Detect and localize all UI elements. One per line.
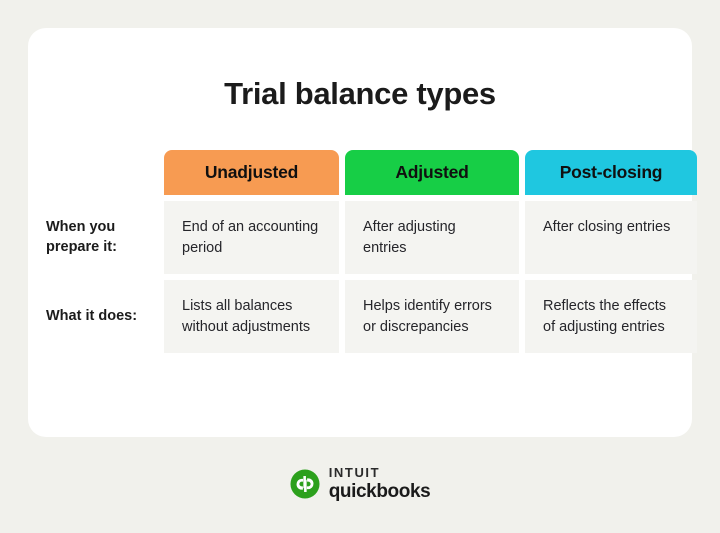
trial-balance-table: Unadjusted Adjusted Post-closing When yo… xyxy=(44,150,697,354)
content-card: Trial balance types Unadjusted Adjusted … xyxy=(28,28,697,437)
row-label-when-you-prepare-it: When you prepare it: xyxy=(46,219,117,255)
cell-adjusted-when: After adjusting entries xyxy=(345,201,519,275)
cell-unadjusted-what: Lists all balances without adjustments xyxy=(164,280,339,354)
column-header-unadjusted: Unadjusted xyxy=(164,150,339,195)
brand-quickbooks-text: quickbooks xyxy=(328,481,431,502)
brand-lockup: Intuit quickbooks xyxy=(0,466,720,501)
brand-intuit-text: Intuit xyxy=(328,465,381,480)
page-title: Trial balance types xyxy=(224,76,496,111)
table-grid: Unadjusted Adjusted Post-closing When yo… xyxy=(44,150,697,354)
column-header-adjusted: Adjusted xyxy=(345,150,519,195)
brand-wordmark: Intuit quickbooks xyxy=(329,466,431,501)
column-header-post-closing: Post-closing xyxy=(525,150,697,195)
quickbooks-qb-circle-icon xyxy=(290,468,320,499)
cell-unadjusted-when: End of an accounting period xyxy=(164,201,339,275)
table-corner-spacer xyxy=(44,150,158,195)
cell-adjusted-what: Helps identify errors or discrepancies xyxy=(345,280,519,354)
row-label-what-it-does: What it does: xyxy=(46,308,138,325)
cell-post-closing-what: Reflects the effects of adjusting entrie… xyxy=(525,280,697,354)
cell-post-closing-when: After closing entries xyxy=(525,201,697,275)
